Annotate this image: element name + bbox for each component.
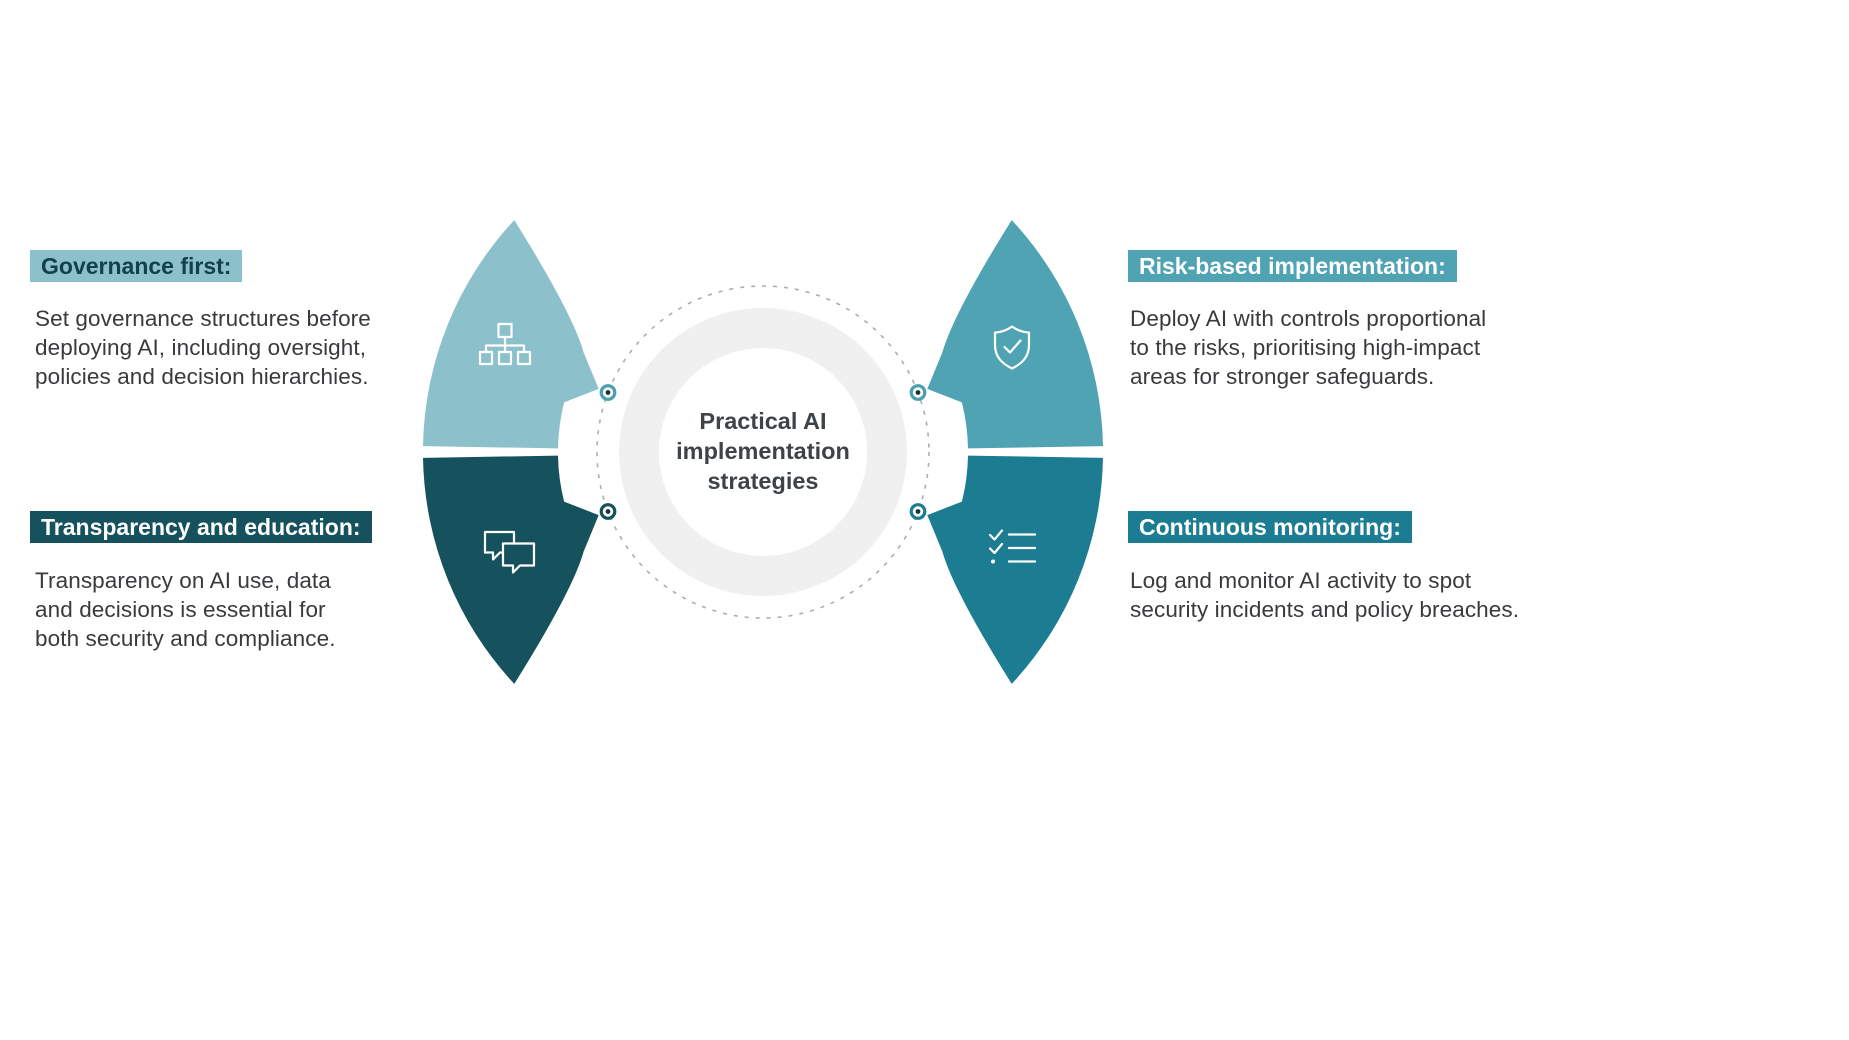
connector-dot-transparency [599,503,617,520]
section-label-transparency: Transparency and education: [30,511,372,543]
section-label-risk-based: Risk-based implementation: [1128,250,1457,282]
connector-dot-risk-based [909,384,927,401]
center-title: Practical AI implementation strategies [676,408,850,494]
section-label-monitoring: Continuous monitoring: [1128,511,1412,543]
shield-check-icon [993,325,1031,370]
speech-bubbles-icon [483,530,536,574]
section-body-monitoring: Log and monitor AI activity to spot secu… [1130,568,1520,622]
center-inner-circle [659,348,867,556]
connector-dot-governance [599,384,617,401]
center-circle [596,285,930,619]
connector-dots [599,384,927,520]
icons [478,322,1037,574]
arc-transparency [423,455,599,684]
arc-monitoring [927,455,1103,684]
section-body-transparency: Transparency on AI use, data and decisio… [35,568,336,651]
dashed-circle [596,285,930,619]
section-body-governance: Set governance structures before deployi… [35,306,371,389]
checklist-icon [988,529,1037,564]
connector-dot-monitoring [909,503,927,520]
arc-risk-based [927,220,1103,449]
org-chart-icon [478,322,532,366]
section-body-risk-based: Deploy AI with controls proportional to … [1130,306,1487,389]
section-label-governance: Governance first: [30,250,243,282]
